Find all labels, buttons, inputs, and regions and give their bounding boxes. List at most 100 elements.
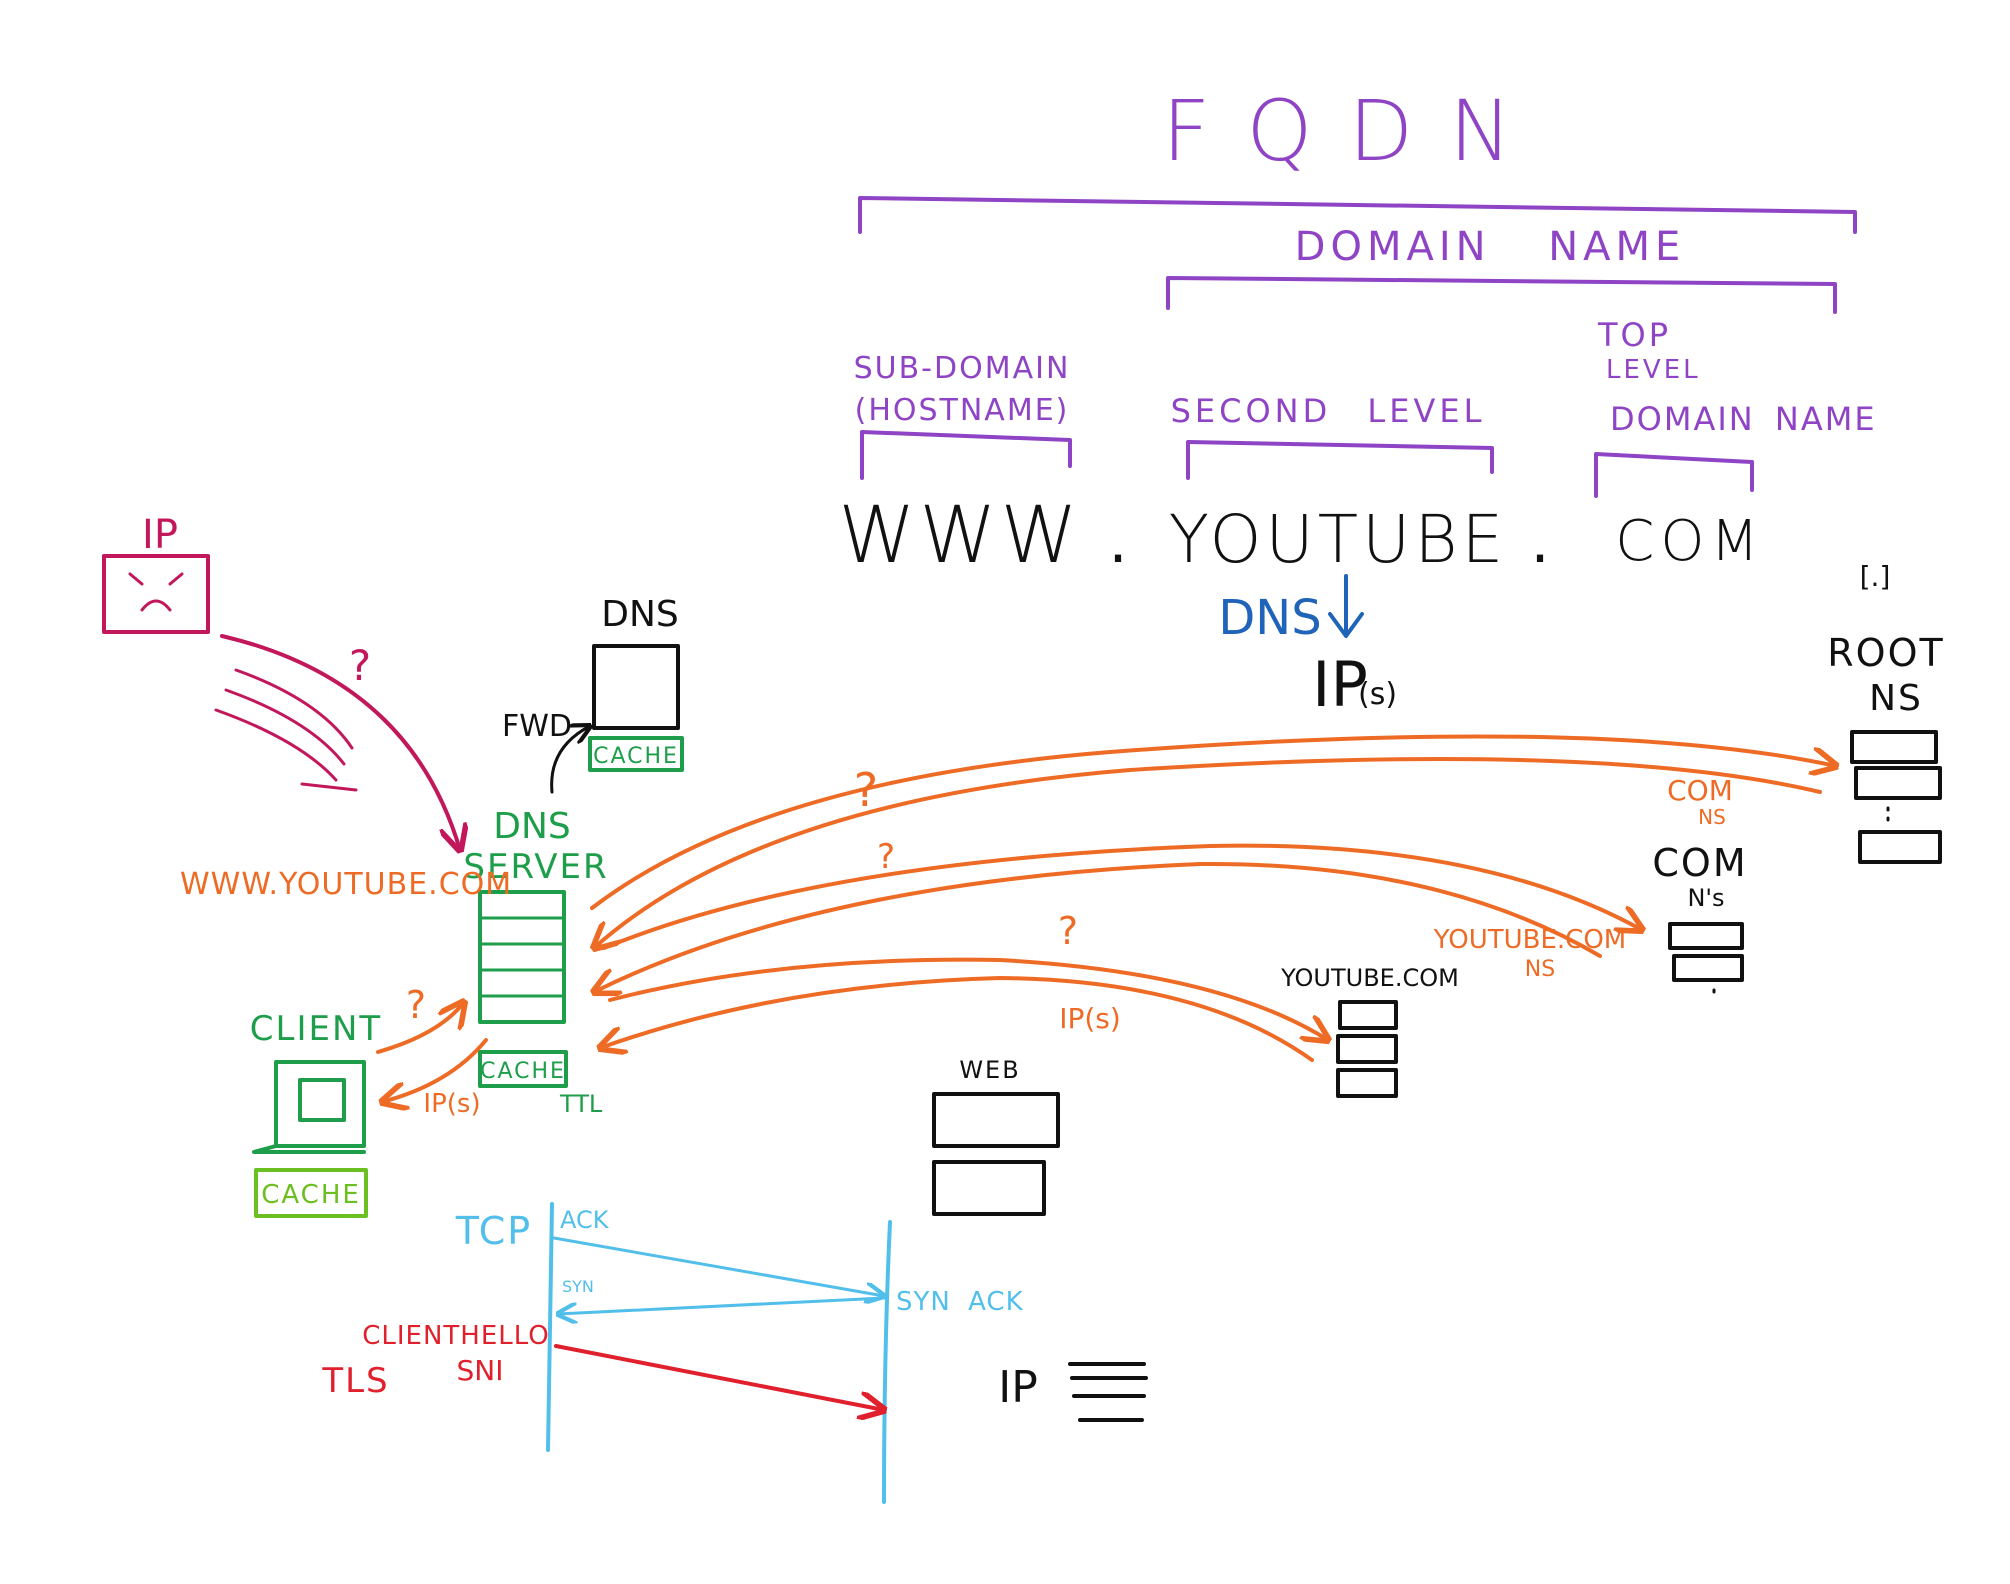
syn-arrow: [552, 1236, 884, 1296]
client-question: ?: [406, 983, 426, 1027]
dns-forwarder: DNS CACHE FWD: [502, 594, 684, 794]
root-referral-line2: NS: [1698, 805, 1726, 829]
fqdn-dot-2: .: [1530, 507, 1549, 577]
com-referral-arrow: [594, 861, 1602, 992]
fqdn-part-com: COM: [1615, 509, 1765, 574]
com-ns-servers: [1668, 922, 1744, 994]
dns-forwarder-cache: CACHE: [593, 744, 679, 769]
recursion-arrows: ? COM NS ? YOUTUBE.COM NS ? IP(s): [590, 734, 1836, 1062]
second-level-bracket: [1186, 440, 1494, 480]
sad-face-icon: [128, 572, 184, 612]
dns-forwarder-box: [592, 644, 680, 730]
ip-device-question: ?: [349, 641, 371, 690]
server-timeline: [882, 1220, 892, 1504]
root-label-line2: NS: [1869, 678, 1923, 719]
dns-server-query: WWW.YOUTUBE.COM: [180, 867, 512, 902]
fqdn-part-youtube: YOUTUBE: [1169, 501, 1508, 578]
fqdn-dot-1: .: [1108, 507, 1127, 577]
dns-result-ip: IP: [1312, 648, 1368, 721]
client-query-arrow: [376, 1002, 464, 1054]
root-referral-arrow: [594, 757, 1822, 948]
domain-name-bracket: [1166, 276, 1837, 314]
com-ns: COM N's: [1652, 841, 1747, 994]
youtube-ns-label: YOUTUBE.COM: [1280, 964, 1459, 992]
com-referral-line2: NS: [1525, 957, 1555, 982]
ip-device-box: [102, 554, 210, 634]
client-cache-box: [254, 1168, 368, 1218]
ip-device-label: IP: [142, 512, 178, 558]
ip-device: IP ?: [102, 512, 460, 850]
dns-lookup-label: DNS: [1218, 590, 1321, 646]
fqdn-part-www: WWW: [838, 491, 1081, 581]
com-ns-label-line2: N's: [1687, 884, 1724, 912]
sni-label: SNI: [457, 1354, 504, 1387]
motion-line-4: [300, 782, 358, 792]
tcp-label: TCP: [455, 1209, 532, 1253]
root-ns-servers: [1850, 730, 1942, 864]
web-label: WEB: [959, 1056, 1020, 1084]
syn-ack-label: SYN ACK: [896, 1287, 1024, 1317]
dns-server-label-line1: DNS: [493, 806, 571, 847]
dns-server-rack: [478, 890, 566, 1024]
tld-label-line1: TOP: [1597, 316, 1671, 354]
root-glyph: [.]: [1860, 560, 1891, 593]
ip-to-dns-arrow: [220, 634, 460, 850]
fqdn-title: FQDN: [1162, 82, 1548, 180]
dns-forwarder-fwd: FWD: [502, 709, 572, 744]
query-to-com-arrow: [602, 843, 1642, 950]
tls-label: TLS: [321, 1361, 389, 1401]
client-timeline: [546, 1202, 554, 1452]
fqdn-section: FQDN DOMAIN NAME SUB-DOMAIN (HOSTNAME) S…: [838, 82, 1877, 721]
youtube-ns: YOUTUBE.COM: [1280, 964, 1459, 1098]
youtube-ns-servers: [1336, 1000, 1398, 1098]
second-level-label: SECOND LEVEL: [1171, 392, 1486, 430]
youtube-reply-arrow: [600, 976, 1314, 1062]
root-referral-line1: COM: [1667, 774, 1733, 807]
subdomain-bracket: [860, 430, 1072, 480]
dns-server-label-line2: SERVER: [463, 847, 608, 887]
root-label-line1: ROOT: [1827, 631, 1944, 675]
syn-ack-arrow: [558, 1296, 886, 1314]
subdomain-label-line2: (HOSTNAME): [855, 393, 1070, 428]
client-cache: CACHE: [261, 1180, 361, 1210]
handshake-diagram: TCP ACK SYN SYN ACK CLIENTHELLO SNI TLS …: [321, 1202, 1148, 1504]
dns-server: DNS SERVER CACHE TTL WWW.YOUTUBE.COM: [180, 806, 608, 1118]
ack-label: ACK: [560, 1206, 610, 1234]
client-label: CLIENT: [250, 1009, 382, 1049]
tld-label-line3: DOMAIN NAME: [1610, 400, 1877, 438]
root-question: ?: [854, 763, 878, 817]
motion-line-3: [214, 708, 338, 782]
com-question: ?: [877, 837, 895, 877]
dns-forwarder-label: DNS: [601, 594, 679, 635]
youtube-question: ?: [1058, 909, 1078, 953]
subdomain-label-line1: SUB-DOMAIN: [854, 351, 1071, 386]
tld-label-line2: LEVEL: [1606, 355, 1701, 385]
motion-line-2: [224, 688, 346, 766]
client: CLIENT CACHE ? IP(s): [250, 983, 488, 1218]
client-reply-arrow: [382, 1038, 488, 1102]
dns-server-cache-box: [478, 1050, 568, 1088]
client-reply: IP(s): [423, 1089, 480, 1119]
dns-result-suffix: (s): [1358, 677, 1397, 712]
web-server-unit-1: [932, 1092, 1060, 1148]
youtube-reply: IP(s): [1059, 1002, 1121, 1035]
fqdn-bracket: [858, 196, 1857, 234]
syn-label: SYN: [562, 1277, 594, 1296]
query-to-youtube-arrow: [608, 957, 1328, 1040]
web-server: WEB: [932, 1056, 1060, 1216]
com-referral-line1: YOUTUBE.COM: [1433, 925, 1626, 955]
com-ns-label-line1: COM: [1652, 841, 1747, 885]
motion-line-1: [234, 668, 354, 750]
ip-header-label: IP: [998, 1362, 1038, 1413]
clienthello-label: CLIENTHELLO: [362, 1321, 550, 1351]
dns-lookup-arrow: [1328, 574, 1364, 638]
laptop-icon: [252, 1060, 366, 1154]
web-server-unit-2: [932, 1160, 1046, 1216]
query-to-root-arrow: [590, 734, 1836, 910]
dns-server-cache: CACHE: [480, 1059, 566, 1084]
clienthello-arrow: [554, 1344, 884, 1410]
ip-header-lines: [1068, 1362, 1148, 1422]
dns-server-ttl: TTL: [559, 1090, 603, 1118]
root-ns: [.] ROOT NS: [1827, 560, 1944, 864]
